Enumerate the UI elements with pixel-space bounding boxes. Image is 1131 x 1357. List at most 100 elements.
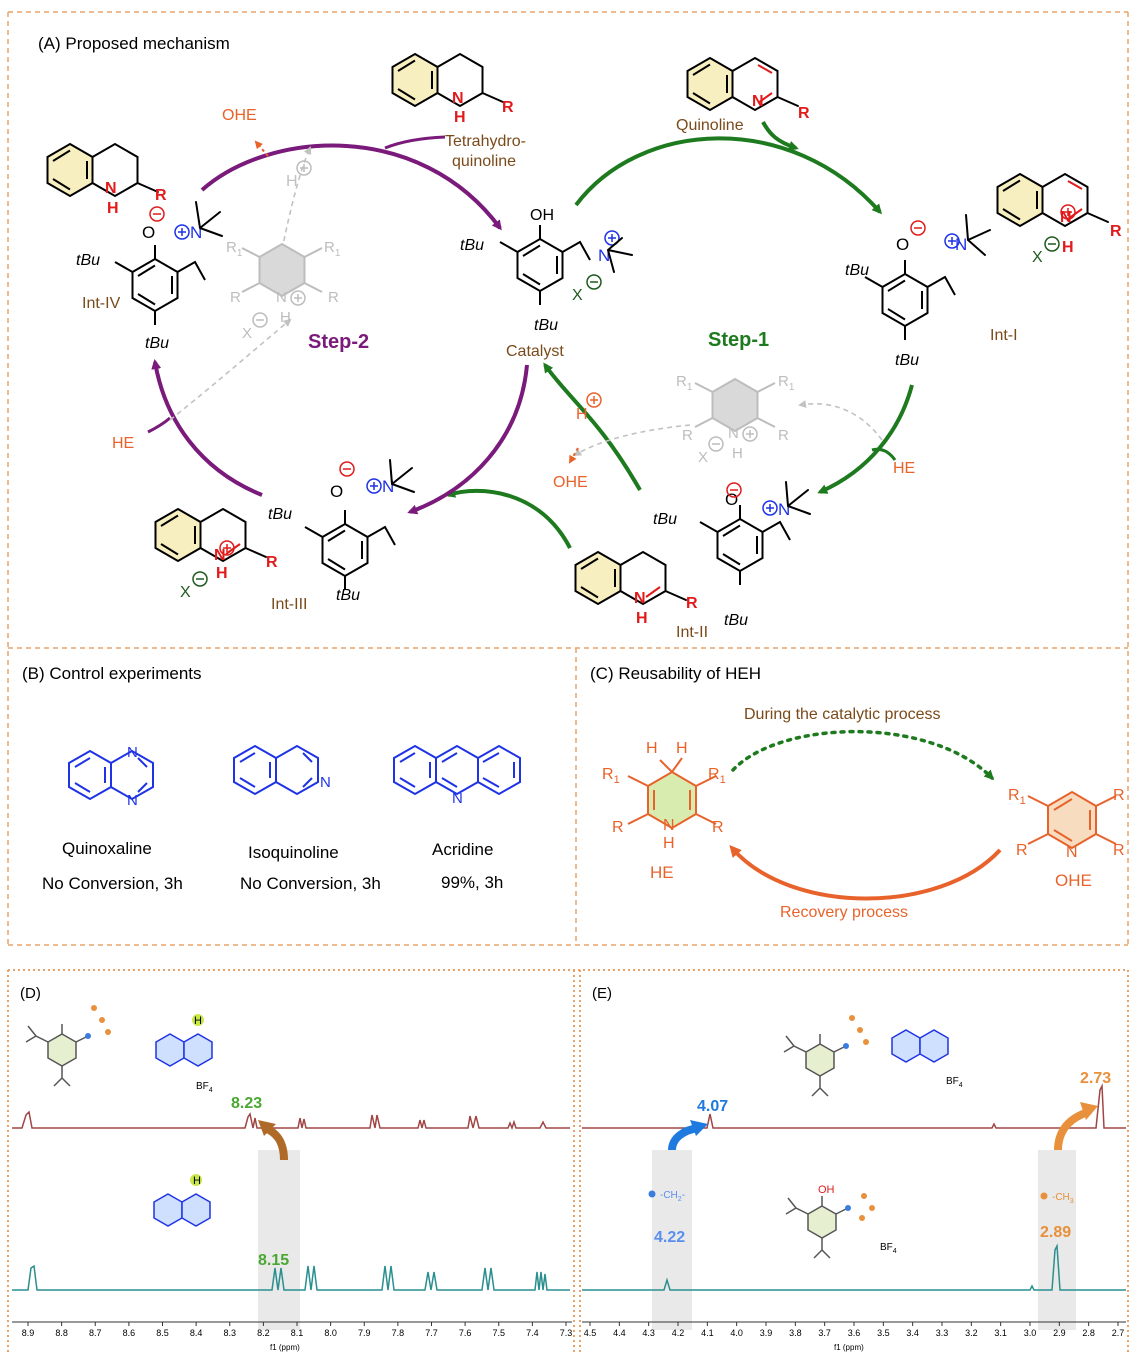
axis-tick-label: 7.6: [459, 1328, 472, 1338]
panel-d-bf4: BF4: [196, 1081, 213, 1094]
gray-r-right-b: R: [778, 427, 789, 444]
axis-tick-label: 3.1: [994, 1328, 1007, 1338]
catalyst-tbu-left: tBu: [460, 237, 484, 254]
panel-e-ch2-label: -CH2-: [660, 1190, 685, 1203]
panel-e-highlight-right: [1038, 1150, 1076, 1330]
acridine-n: N: [452, 790, 463, 807]
int1-structure: [864, 259, 956, 341]
step1-ohe-dashed: [573, 424, 691, 457]
axis-tick-label: 2.8: [1082, 1328, 1095, 1338]
int1-nh-n: N: [1060, 209, 1072, 226]
axis-tick-label: 7.7: [425, 1328, 438, 1338]
panel-d-label: (D): [20, 985, 41, 1002]
axis-tick-label: 2.7: [1112, 1328, 1125, 1338]
axis-tick-label: 8.7: [89, 1328, 102, 1338]
panel-e-ammonium-icon: [783, 1015, 869, 1097]
panel-e-oh: OH: [818, 1184, 835, 1196]
int1-label: Int-I: [990, 327, 1018, 344]
ohe-r-left: R: [1016, 842, 1028, 859]
int4-n: N: [105, 180, 117, 197]
quinoxaline-name: Quinoxaline: [62, 839, 152, 858]
int1-x: X: [1032, 249, 1043, 266]
panel-e-shift-arrowhead-right: [1080, 1102, 1098, 1120]
he-structure: [627, 757, 717, 830]
thq-n: N: [452, 90, 464, 107]
thq-label-1: Tetrahydro-: [445, 133, 526, 150]
proton-bottom-label: H: [576, 406, 588, 423]
panel-frames: [7, 11, 1129, 1355]
int2-nh-h: H: [636, 610, 648, 627]
int3-nh-h: H: [216, 565, 228, 582]
int3-iminium: [154, 507, 267, 563]
axis-tick-label: 7.3: [560, 1328, 573, 1338]
int1-tbu-bottom: tBu: [895, 352, 919, 369]
axis-tick-label: 3.0: [1024, 1328, 1037, 1338]
gray-r1-left-a: R1: [226, 239, 243, 259]
int3-tbu-left: tBu: [268, 506, 292, 523]
he-n: N: [663, 817, 675, 834]
gray-n-right: N: [728, 425, 739, 442]
panel-e-phenol-icon: [785, 1193, 875, 1259]
acridine-name: Acridine: [432, 840, 493, 859]
panel-c-title: (C) Reusability of HEH: [590, 664, 761, 683]
gray-r-left-a: R: [230, 289, 241, 306]
axis-tick-label: 4.4: [613, 1328, 626, 1338]
step2-arrow-left: [151, 359, 263, 497]
he-h: H: [663, 835, 675, 852]
axis-tick-label: 8.9: [22, 1328, 35, 1338]
quinoline-label: Quinoline: [676, 117, 744, 134]
axis-tick-label: 8.1: [291, 1328, 304, 1338]
int4-tbu-bottom: tBu: [145, 335, 169, 352]
axis-tick-label: 7.5: [492, 1328, 505, 1338]
panel-d-quinoline-icon: [153, 1174, 211, 1227]
panel-e-peak-top-right: 2.73: [1080, 1070, 1111, 1087]
int1-r: R: [1110, 223, 1122, 240]
panel-d-h-bottom: H: [193, 1175, 201, 1187]
gray-r1-right-a: R1: [676, 373, 693, 393]
axis-tick-label: 3.7: [818, 1328, 831, 1338]
panel-e-highlight-left: [652, 1150, 692, 1330]
panel-e-shift-arrowhead-left: [690, 1120, 708, 1136]
int4-phenolate: [114, 244, 206, 326]
gray-r-right-a: R: [682, 427, 693, 444]
he-r1-right: R1: [708, 766, 726, 786]
he-r-right: R: [712, 819, 724, 836]
catalyst-x: X: [572, 287, 583, 304]
panel-e-spectrum-bottom: [582, 1243, 1126, 1291]
he-h2: H: [676, 740, 688, 757]
panel-d-quinolinium-icon: [155, 1014, 213, 1067]
axis-tick-label: 3.5: [877, 1328, 890, 1338]
panel-e-axis-title: f1 (ppm): [834, 1343, 864, 1352]
quinoxaline-n1: N: [127, 744, 138, 761]
catalyst-tbu-bottom: tBu: [534, 317, 558, 334]
axis-tick-label: 4.0: [730, 1328, 743, 1338]
int1-n: N: [955, 235, 967, 254]
axis-tick-label: 3.3: [936, 1328, 949, 1338]
step1-hydride-dashed: [798, 400, 883, 441]
ohe-top-label: OHE: [222, 107, 257, 124]
panel-d-shift-arrowhead: [258, 1120, 276, 1136]
int2-dihydroquinoline: [574, 550, 687, 606]
axis-tick-label: 3.2: [965, 1328, 978, 1338]
axis-tick-label: 2.9: [1053, 1328, 1066, 1338]
catalyst-label: Catalyst: [506, 343, 564, 360]
step2-label: Step-2: [308, 331, 369, 353]
step2-thq-exit: [384, 135, 446, 150]
thq-r: R: [502, 99, 514, 116]
axis-tick-label: 3.8: [789, 1328, 802, 1338]
quinoline-n: N: [752, 93, 764, 110]
gray-h-right: H: [732, 445, 743, 462]
step1-he-entry: [871, 447, 897, 461]
axis-tick-label: 8.6: [123, 1328, 136, 1338]
thq-h: H: [454, 109, 466, 126]
pyridinium-gray-right: [694, 377, 776, 433]
panel-e-peak-bottom-right: 2.89: [1040, 1224, 1071, 1241]
panel-b: (B) Control experiments N N N N Quinoxal…: [22, 664, 521, 893]
axis-tick-label: 4.3: [642, 1328, 655, 1338]
panel-d-peak-top: 8.23: [231, 1095, 262, 1112]
panel-b-title: (B) Control experiments: [22, 664, 202, 683]
quinoline-structure: [686, 56, 799, 112]
axis-tick-label: 8.0: [324, 1328, 337, 1338]
